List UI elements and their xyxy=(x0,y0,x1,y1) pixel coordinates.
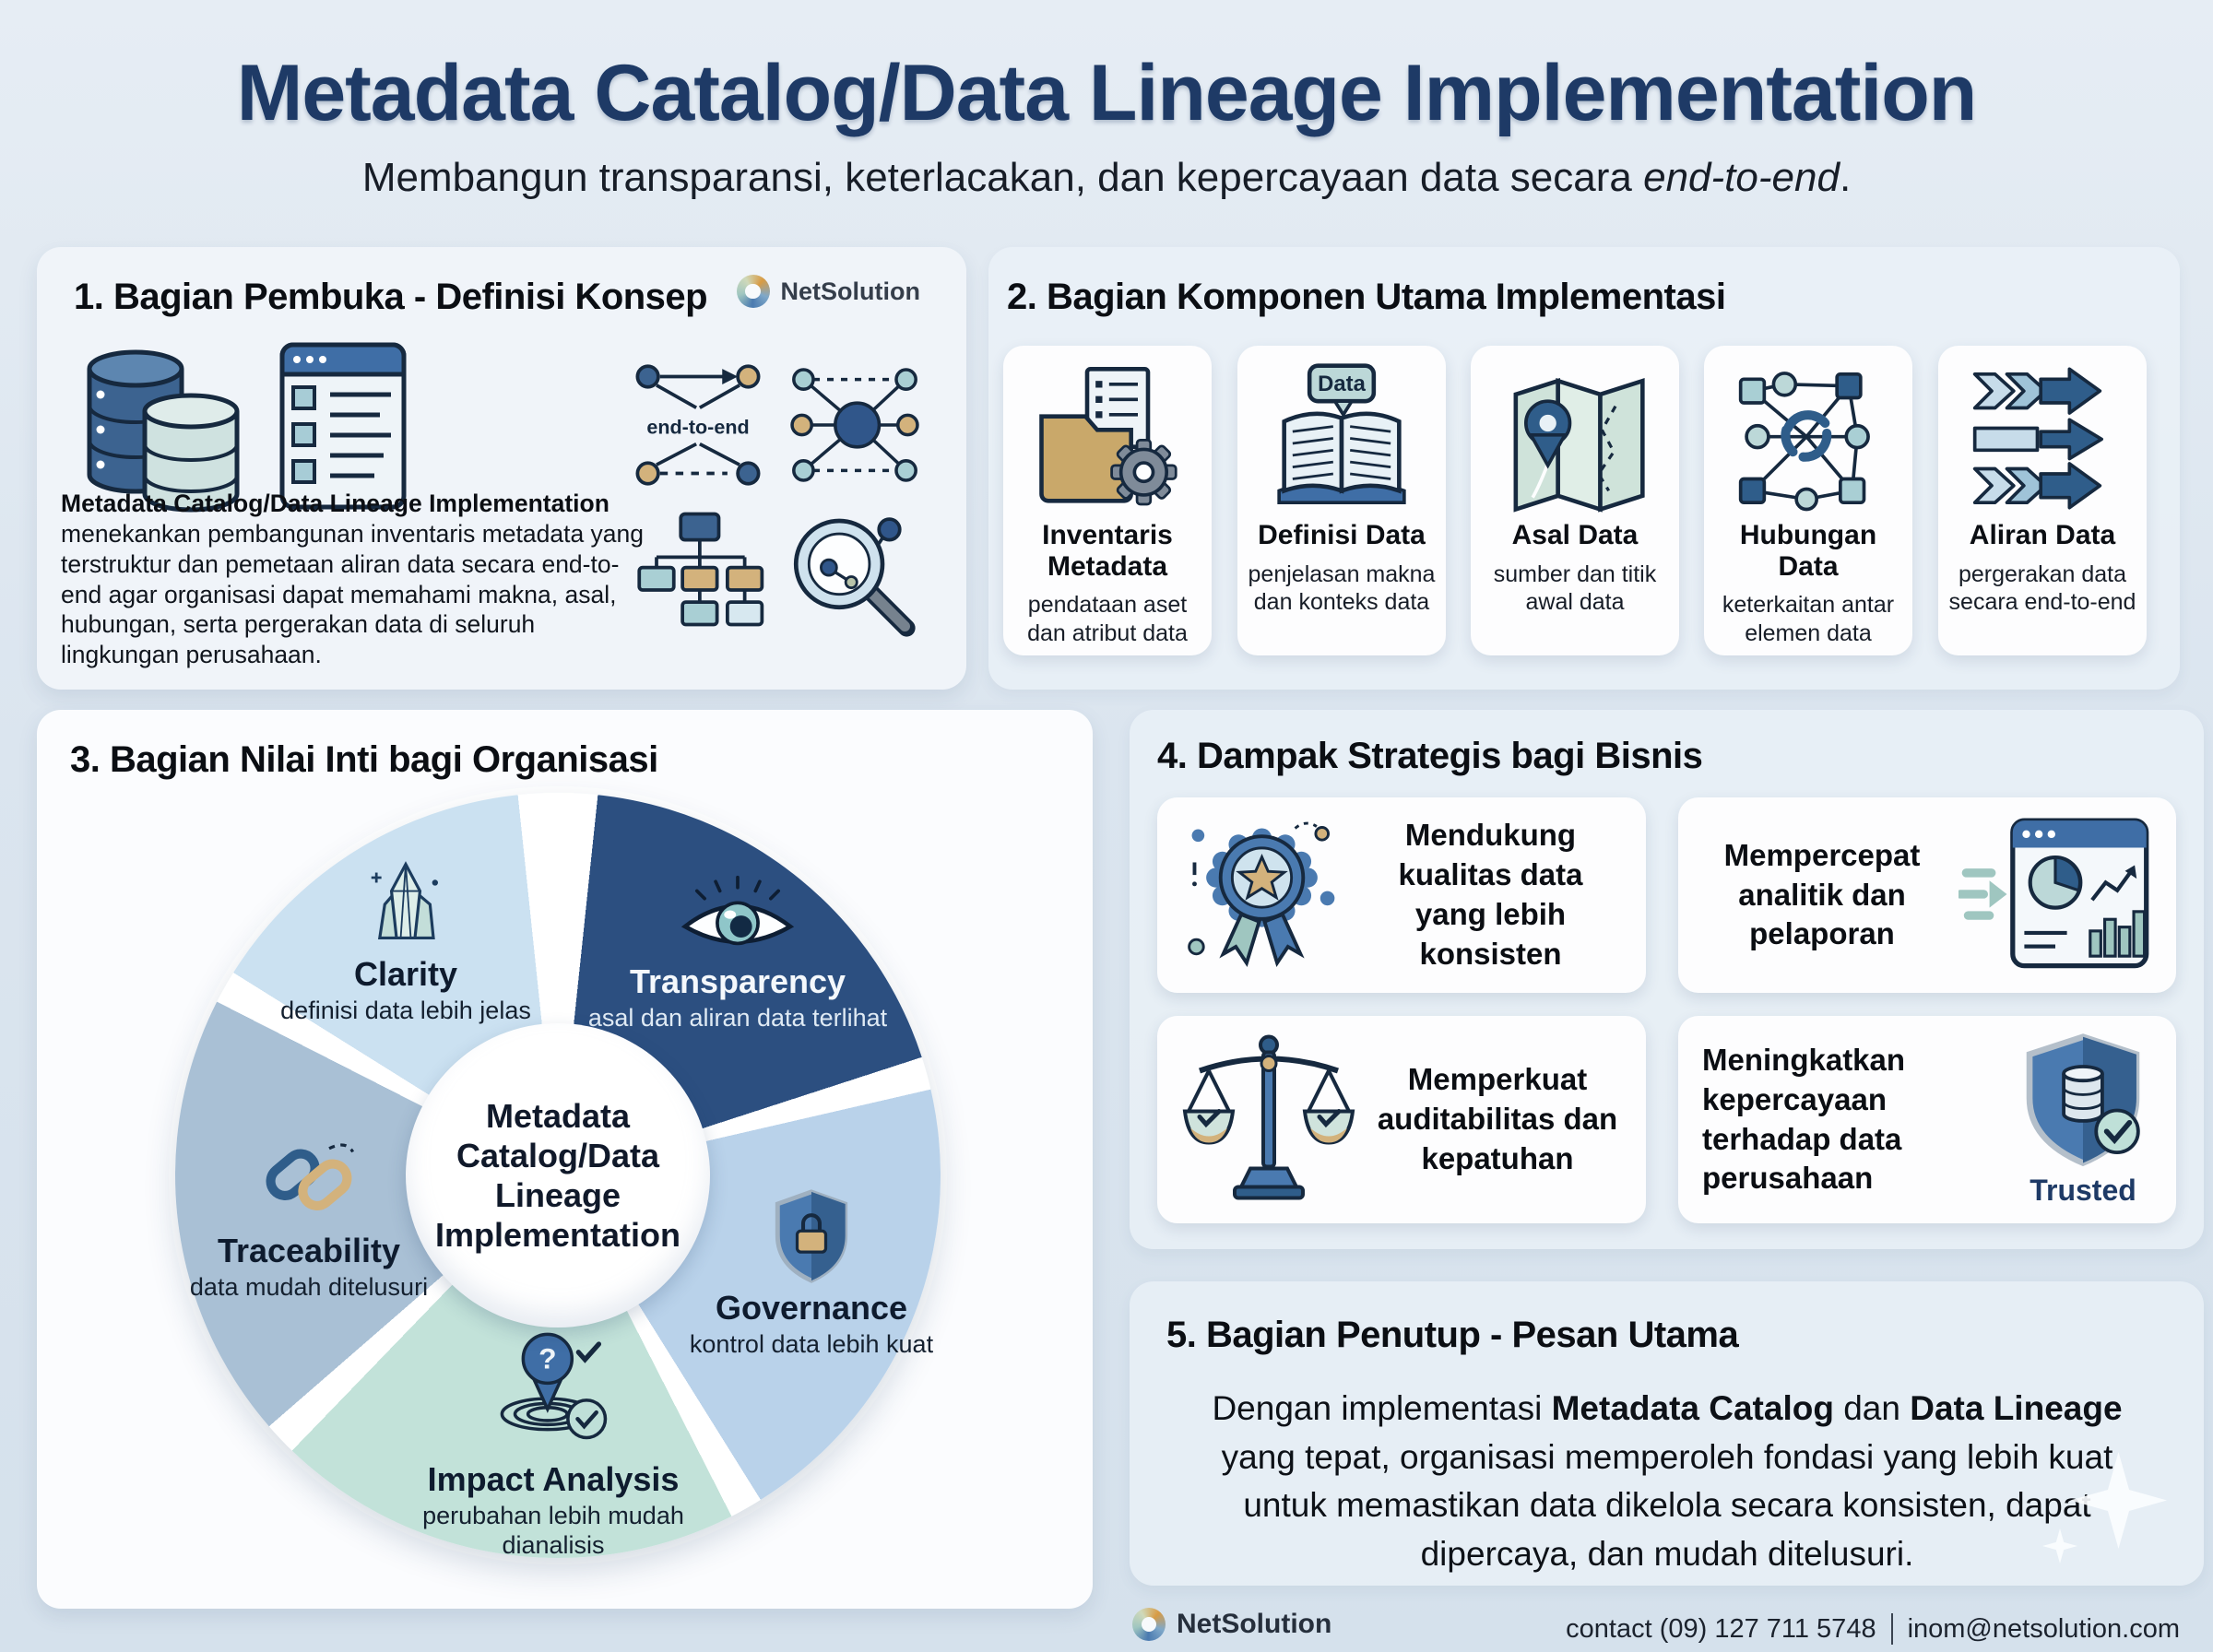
segment-clarity: Clarity definisi data lebih jelas xyxy=(254,859,558,1025)
chain-link-icon xyxy=(266,1143,355,1210)
subtitle-text: Membangun transparansi, keterlacakan, da… xyxy=(361,155,1644,200)
segment-desc: definisi data lebih jelas xyxy=(280,996,531,1024)
card-desc: keterkaitan antar elemen data xyxy=(1722,592,1895,646)
segment-governance: Governance kontrol data lebih kuat xyxy=(669,1187,954,1359)
closing-paragraph: Dengan implementasi Metadata Catalog dan… xyxy=(1211,1385,2124,1578)
panel-pembuka: 1. Bagian Pembuka - Definisi Konsep NetS… xyxy=(37,247,966,690)
impact-card-text: Mendukung kualitas data yang lebih konsi… xyxy=(1398,818,1583,971)
map-pin-icon xyxy=(1492,362,1658,514)
component-card-asal: Asal Data sumber dan titik awal data xyxy=(1471,346,1679,655)
segment-desc: kontrol data lebih kuat xyxy=(689,1329,934,1358)
page-subtitle: Membangun transparansi, keterlacakan, da… xyxy=(0,155,2213,201)
trusted-shield-icon: Trusted xyxy=(2014,1032,2152,1208)
impact-card-text: Memperkuat auditabilitas dan kepatuhan xyxy=(1377,1062,1618,1175)
segment-label: Governance xyxy=(715,1289,908,1327)
panel-komponen: 2. Bagian Komponen Utama Implementasi xyxy=(988,247,2180,690)
impact-card-kualitas: Mendukung kualitas data yang lebih konsi… xyxy=(1157,797,1646,993)
database-stack-icon xyxy=(87,349,240,513)
card-title: Definisi Data xyxy=(1258,520,1426,550)
segment-impact-analysis: ? Impact Analysis perubahan lebih mudah … xyxy=(401,1316,705,1561)
card-title: Asal Data xyxy=(1511,520,1639,550)
component-card-definisi: Data Definisi Data penjelasan makna dan … xyxy=(1237,346,1446,655)
trusted-label: Trusted xyxy=(2030,1174,2136,1207)
component-card-hubungan: Hubungan Data keterkaitan antar elemen d… xyxy=(1704,346,1912,655)
balance-scale-icon xyxy=(1182,1034,1355,1200)
impact-card-text: Mempercepat analitik dan pelaporan xyxy=(1723,837,1921,951)
panel1-lead: Metadata Catalog/Data Lineage Implementa… xyxy=(61,490,609,517)
eye-icon xyxy=(680,875,795,946)
panel5-heading: 5. Bagian Penutup - Pesan Utama xyxy=(1166,1315,1739,1355)
segment-label: Impact Analysis xyxy=(427,1460,680,1498)
question-glyph: ? xyxy=(538,1341,556,1375)
impact-card-kepercayaan: Meningkatkan kepercayaan terhadap data p… xyxy=(1678,1016,2176,1223)
card-desc: pendataan aset dan atribut data xyxy=(1027,592,1188,646)
footer-brand-name: NetSolution xyxy=(1177,1609,1332,1639)
page-title: Metadata Catalog/Data Lineage Implementa… xyxy=(236,49,1978,137)
segment-label: Transparency xyxy=(629,962,846,1000)
impact-card-audit: Memperkuat auditabilitas dan kepatuhan xyxy=(1157,1016,1646,1223)
card-desc: penjelasan makna dan konteks data xyxy=(1248,560,1436,616)
shield-lock-icon xyxy=(775,1189,848,1283)
segment-desc: perubahan lebih mudah dianalisis xyxy=(422,1501,684,1560)
card-desc: sumber dan titik awal data xyxy=(1493,560,1657,616)
segment-transparency: Transparency asal dan aliran data terlih… xyxy=(586,874,890,1032)
closing-text: Dengan implementasi xyxy=(1212,1389,1552,1427)
impact-card-text: Meningkatkan kepercayaan terhadap data p… xyxy=(1702,1042,1906,1196)
donut-center-label: Metadata Catalog/Data Lineage Implementa… xyxy=(406,1023,710,1328)
card-desc: pergerakan data secara end-to-end xyxy=(1948,560,2136,616)
panel1-heading: 1. Bagian Pembuka - Definisi Konsep xyxy=(74,277,708,317)
segment-desc: asal dan aliran data terlihat xyxy=(587,1003,888,1032)
segment-label: Traceability xyxy=(217,1232,401,1269)
crystal-icon xyxy=(371,861,438,940)
segment-traceability: Traceability data mudah ditelusuri xyxy=(171,1127,447,1302)
footer-contact: contact (09) 127 711 5748 inom@netsoluti… xyxy=(1566,1613,2180,1645)
hub-network-icon xyxy=(790,368,919,482)
flowchart-icon xyxy=(637,512,764,627)
footer-email: inom@netsolution.com xyxy=(1907,1613,2180,1644)
footer-phone: contact (09) 127 711 5748 xyxy=(1566,1613,1876,1644)
closing-bold-data-lineage: Data Lineage xyxy=(1910,1389,2123,1427)
card-title: Hubungan Data xyxy=(1739,520,1877,582)
subtitle-period: . xyxy=(1839,155,1852,200)
panel4-heading: 4. Dampak Strategis bagi Bisnis xyxy=(1157,736,1703,776)
flow-arrows-icon xyxy=(1959,362,2125,514)
footer-divider xyxy=(1890,1613,1893,1645)
analytics-report-icon xyxy=(1959,818,2149,969)
impact-card-analitik: Mempercepat analitik dan pelaporan xyxy=(1678,797,2176,993)
footer-brand: NetSolution xyxy=(1132,1608,1331,1641)
gear-icon xyxy=(1110,438,1178,506)
end-to-end-label: end-to-end xyxy=(646,415,749,438)
data-bubble-label: Data xyxy=(1318,372,1366,396)
netsolution-logo: NetSolution xyxy=(736,275,920,308)
subtitle-em: end-to-end xyxy=(1643,155,1840,200)
end-to-end-diagram-icon: end-to-end xyxy=(635,364,761,486)
card-title: Inventaris Metadata xyxy=(1042,520,1173,582)
netsolution-swirl-icon xyxy=(736,275,770,308)
netsolution-swirl-icon xyxy=(1132,1608,1166,1641)
closing-text: dan xyxy=(1833,1389,1911,1427)
netsolution-wordmark: NetSolution xyxy=(780,277,920,305)
card-title: Aliran Data xyxy=(1969,520,2116,550)
award-badge-icon xyxy=(1188,821,1335,967)
closing-bold-metadata-catalog: Metadata Catalog xyxy=(1551,1389,1834,1427)
panel1-body-text: menekankan pembangunan inventaris metada… xyxy=(61,519,645,669)
segment-label: Clarity xyxy=(353,955,458,993)
book-data-icon: Data xyxy=(1259,362,1425,514)
panel1-paragraph: Metadata Catalog/Data Lineage Implementa… xyxy=(61,489,651,670)
node-mesh-icon xyxy=(1725,362,1891,514)
panel-dampak: 4. Dampak Strategis bagi Bisnis xyxy=(1130,710,2204,1249)
panel2-heading: 2. Bagian Komponen Utama Implementasi xyxy=(1007,277,1726,317)
folder-gear-icon xyxy=(1024,362,1190,514)
panel3-heading: 3. Bagian Nilai Inti bagi Organisasi xyxy=(70,739,658,780)
magnifier-analysis-icon xyxy=(793,517,916,637)
core-values-donut: Clarity definisi data lebih jelas Transp… xyxy=(175,793,941,1561)
panel-penutup: 5. Bagian Penutup - Pesan Utama Dengan i… xyxy=(1130,1281,2204,1586)
closing-text: yang tepat, organisasi memperoleh fondas… xyxy=(1221,1437,2113,1573)
component-card-aliran: Aliran Data pergerakan data secara end-t… xyxy=(1938,346,2147,655)
impact-target-icon: ? xyxy=(500,1332,608,1440)
panel-nilai-inti: 3. Bagian Nilai Inti bagi Organisasi Cla… xyxy=(37,710,1093,1609)
component-card-inventaris: Inventaris Metadata pendataan aset dan a… xyxy=(1003,346,1212,655)
segment-desc: data mudah ditelusuri xyxy=(189,1272,429,1301)
catalog-list-icon xyxy=(279,342,407,510)
